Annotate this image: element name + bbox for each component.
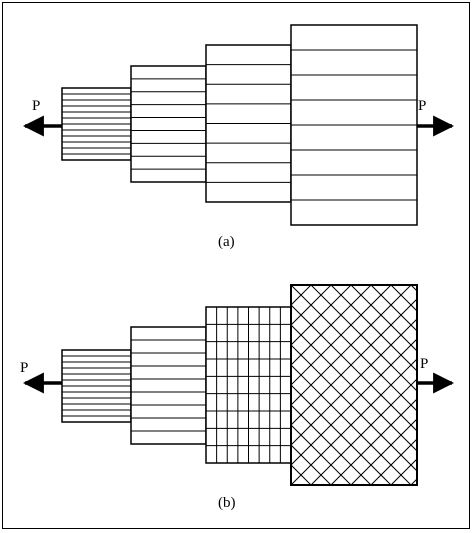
hatch-line: [291, 424, 352, 485]
segment-2: [130, 65, 207, 183]
segment-1: [61, 349, 132, 423]
hatch-line: [451, 285, 474, 485]
segment-2: [130, 326, 207, 445]
segment-4-border: [290, 284, 418, 486]
caption-a: (a): [218, 234, 235, 250]
figure-a: P P (a): [22, 24, 455, 250]
hatch-line: [350, 418, 417, 485]
hatch-line: [291, 404, 372, 485]
hatch-line: [291, 318, 417, 446]
hatch-line: [350, 285, 417, 352]
hatch-line: [330, 398, 417, 485]
hatch-line: [291, 338, 417, 466]
segment-4: [290, 24, 418, 226]
hatch-line: [291, 285, 412, 406]
crosshatch: [291, 285, 474, 485]
hatch-line: [370, 285, 417, 332]
load-label-left-a: P: [32, 98, 40, 114]
load-label-left-b: P: [20, 360, 28, 376]
hatch-line: [410, 285, 417, 292]
caption-b: (b): [218, 495, 236, 511]
hatch-line: [291, 285, 352, 346]
hatch-line: [431, 285, 474, 485]
hatch-line: [291, 285, 392, 386]
hatch-line: [410, 478, 417, 485]
hatch-line: [291, 358, 417, 485]
hatch-line: [370, 438, 417, 485]
hatch-line: [291, 285, 372, 366]
load-label-right-a: P: [418, 98, 426, 114]
segment-4-outline: [290, 284, 418, 486]
hatch-line: [291, 298, 417, 426]
hatch-line: [291, 444, 332, 485]
segment-2-outline: [130, 65, 207, 183]
segment-1: [61, 87, 132, 161]
hatch-line: [431, 285, 474, 485]
segment-3: [205, 306, 292, 464]
hatch-line: [451, 285, 474, 485]
hatch-line: [330, 285, 417, 372]
hatch-line: [291, 285, 332, 326]
segment-4: [290, 284, 474, 486]
load-label-right-b: P: [420, 356, 428, 372]
figure-b: P P (b): [20, 284, 474, 511]
segment-2-outline: [130, 326, 207, 445]
segment-3: [205, 44, 292, 203]
hatch-line: [291, 384, 392, 485]
hatch-line: [310, 378, 417, 485]
